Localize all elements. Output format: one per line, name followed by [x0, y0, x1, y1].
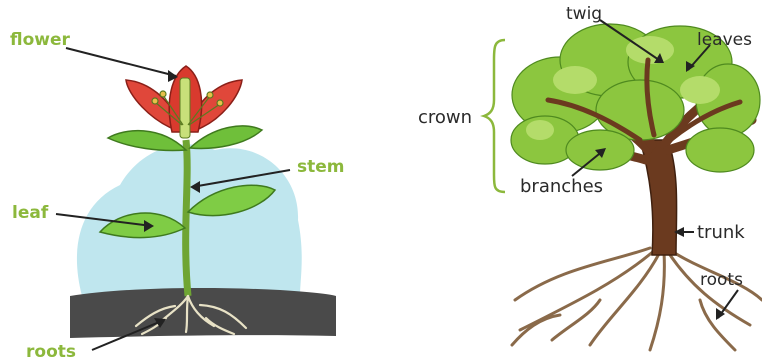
label-crown: crown: [418, 107, 472, 128]
label-trunk: trunk: [697, 222, 745, 243]
label-twig: twig: [566, 4, 602, 24]
tree-illustration: twig leaves crown branches trunk roots: [418, 4, 762, 350]
label-roots-plant: roots: [26, 342, 76, 359]
label-roots-tree: roots: [700, 270, 743, 290]
plant-illustration: flower stem leaf roots: [10, 30, 345, 359]
upper-leaf-left: [108, 131, 186, 151]
soil-ground: [70, 288, 336, 338]
crown-brace: [484, 40, 505, 192]
tree-roots: [512, 248, 762, 350]
label-leaves: leaves: [697, 30, 752, 50]
label-flower: flower: [10, 30, 71, 50]
upper-leaf-right: [190, 126, 262, 148]
label-stem: stem: [297, 157, 345, 177]
label-leaf: leaf: [12, 203, 49, 223]
label-branches: branches: [520, 176, 603, 197]
flower-pistil: [180, 78, 190, 138]
flower-leader: [66, 48, 176, 76]
plant-stem: [186, 140, 188, 296]
